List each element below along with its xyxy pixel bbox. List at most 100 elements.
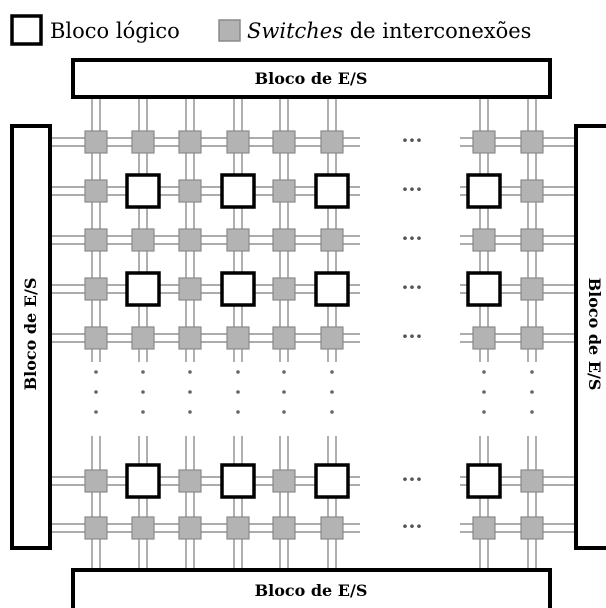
interconnect-switch — [520, 130, 544, 154]
interconnect-switch — [520, 277, 544, 301]
io-block-left: Bloco de E/S — [10, 124, 52, 550]
legend: Bloco lógico Switches de interconexões — [10, 14, 531, 46]
interconnect-switch — [84, 326, 108, 350]
interconnect-switch — [131, 326, 155, 350]
horizontal-ellipsis: ··· — [402, 467, 423, 491]
vertical-ellipsis-dot — [282, 410, 286, 414]
legend-switch-label-italic: Switches — [247, 19, 343, 43]
logic-block — [220, 271, 256, 307]
interconnect-switch — [84, 228, 108, 252]
interconnect-switch — [178, 469, 202, 493]
interconnect-switch — [272, 469, 296, 493]
interconnect-switch — [178, 130, 202, 154]
interconnect-switch — [226, 228, 250, 252]
horizontal-ellipsis: ··· — [402, 275, 423, 299]
vertical-ellipsis-dot — [141, 390, 145, 394]
interconnect-switch — [520, 228, 544, 252]
interconnect-switch — [272, 326, 296, 350]
routing-wires — [50, 97, 576, 570]
vertical-ellipsis-dot — [188, 410, 192, 414]
io-block-left-label: Bloco de E/S — [21, 278, 40, 391]
interconnect-switch — [520, 179, 544, 203]
logic-block — [125, 271, 161, 307]
interconnect-switch — [320, 326, 344, 350]
interconnect-switch — [131, 130, 155, 154]
logic-block — [314, 271, 350, 307]
vertical-ellipsis-dot — [330, 370, 334, 374]
interconnect-switch — [320, 516, 344, 540]
vertical-ellipsis-dot — [482, 410, 486, 414]
legend-switch-label: Switches de interconexões — [247, 19, 531, 43]
interconnect-switch — [472, 228, 496, 252]
interconnect-switch — [520, 516, 544, 540]
vertical-ellipsis-dot — [482, 370, 486, 374]
vertical-ellipsis-dot — [141, 410, 145, 414]
legend-switch-label-rest: de interconexões — [343, 19, 531, 43]
horizontal-ellipsis: ··· — [402, 514, 423, 538]
vertical-ellipsis-dot — [94, 410, 98, 414]
interconnect-switches — [84, 130, 544, 540]
interconnect-switch — [520, 469, 544, 493]
logic-block — [466, 173, 502, 209]
vertical-ellipsis-dot — [330, 390, 334, 394]
legend-logic-block-icon — [10, 14, 43, 46]
interconnect-switch — [178, 179, 202, 203]
vertical-ellipsis-dot — [141, 370, 145, 374]
legend-logic-block-label: Bloco lógico — [50, 19, 180, 43]
io-block-bottom: Bloco de E/S — [71, 568, 552, 608]
vertical-ellipsis-dot — [236, 390, 240, 394]
interconnect-switch — [226, 130, 250, 154]
logic-block — [125, 173, 161, 209]
interconnect-switch — [84, 469, 108, 493]
ellipsis-markers: ··· ··· ··· ··· ··· ··· ··· — [94, 128, 534, 538]
vertical-ellipsis-dot — [188, 370, 192, 374]
interconnect-switch — [320, 130, 344, 154]
interconnect-switch — [84, 516, 108, 540]
horizontal-ellipsis: ··· — [402, 128, 423, 152]
horizontal-ellipsis: ··· — [402, 226, 423, 250]
interconnect-switch — [131, 228, 155, 252]
interconnect-switch — [272, 228, 296, 252]
interconnect-switch — [472, 326, 496, 350]
logic-block — [125, 463, 161, 499]
logic-block — [314, 173, 350, 209]
interconnect-switch — [472, 516, 496, 540]
interconnect-switch — [178, 228, 202, 252]
interconnect-switch — [84, 130, 108, 154]
vertical-ellipsis-dot — [282, 390, 286, 394]
interconnect-switch — [272, 130, 296, 154]
vertical-ellipsis-dot — [94, 370, 98, 374]
interconnect-switch — [226, 326, 250, 350]
vertical-ellipsis-dot — [530, 410, 534, 414]
interconnect-switch — [84, 179, 108, 203]
vertical-ellipsis-dot — [482, 390, 486, 394]
legend-switch-icon — [218, 19, 241, 42]
logic-block — [466, 463, 502, 499]
vertical-ellipsis-dot — [188, 390, 192, 394]
io-block-bottom-label: Bloco de E/S — [255, 581, 368, 600]
vertical-ellipsis-dot — [530, 390, 534, 394]
horizontal-ellipsis: ··· — [402, 324, 423, 348]
interconnect-switch — [131, 516, 155, 540]
interconnect-switch — [272, 516, 296, 540]
interconnect-switch — [520, 326, 544, 350]
horizontal-ellipsis: ··· — [402, 177, 423, 201]
interconnect-switch — [178, 516, 202, 540]
interconnect-switch — [272, 179, 296, 203]
vertical-ellipsis-dot — [530, 370, 534, 374]
io-block-right-label: Bloco de E/S — [585, 278, 604, 391]
vertical-ellipsis-dot — [330, 410, 334, 414]
vertical-ellipsis-dot — [236, 410, 240, 414]
interconnect-switch — [226, 516, 250, 540]
logic-block — [220, 463, 256, 499]
logic-blocks — [125, 173, 502, 499]
interconnect-switch — [178, 277, 202, 301]
logic-block — [220, 173, 256, 209]
interconnect-switch — [320, 228, 344, 252]
io-block-right: Bloco de E/S — [574, 124, 606, 550]
io-block-top: Bloco de E/S — [71, 58, 552, 99]
vertical-ellipsis-dot — [236, 370, 240, 374]
interconnect-switch — [84, 277, 108, 301]
io-block-top-label: Bloco de E/S — [255, 69, 368, 88]
